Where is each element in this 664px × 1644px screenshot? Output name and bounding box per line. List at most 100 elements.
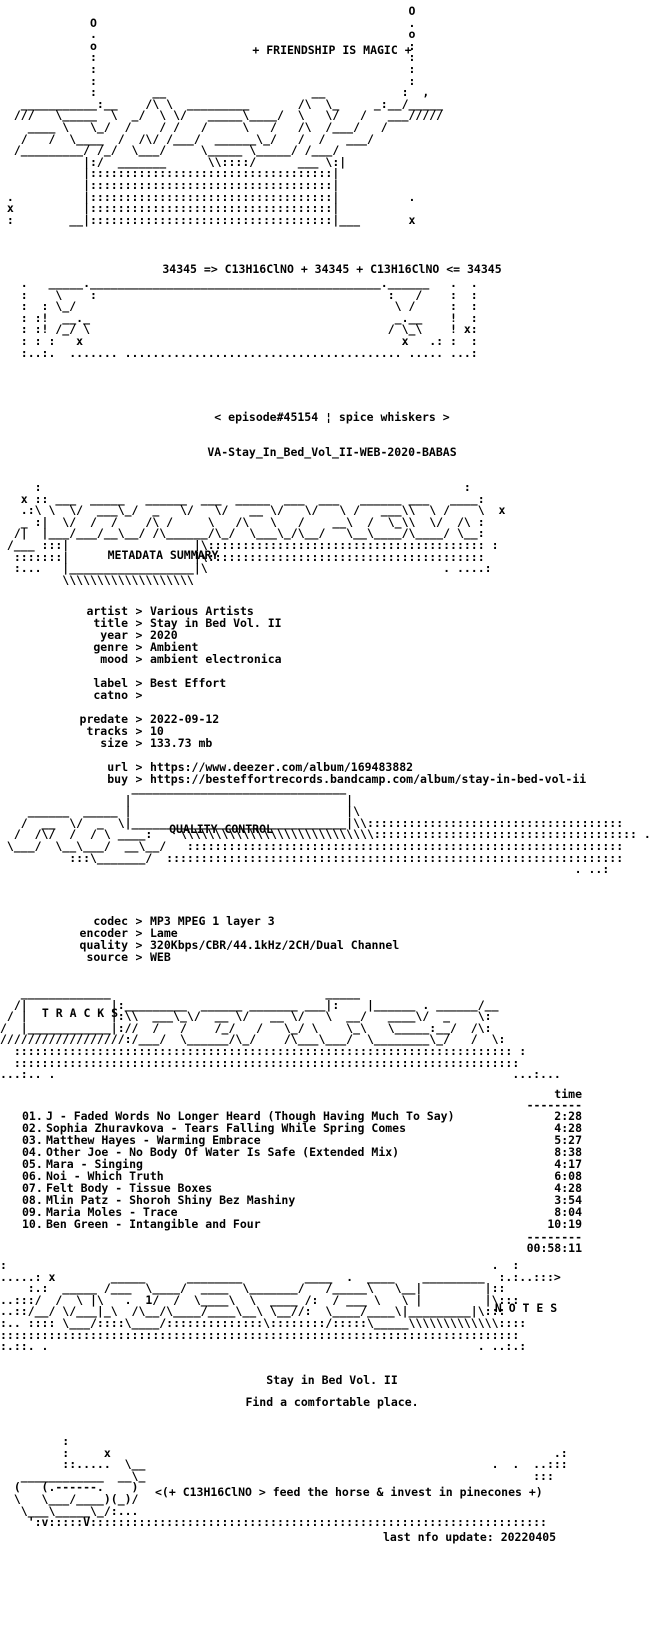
metadata-key: year <box>100 628 128 642</box>
metadata-key: artist <box>86 604 128 618</box>
metadata-value: Various Artists <box>150 604 254 618</box>
tracklist: time -------- 01.J - Faded Words No Long… <box>22 1088 582 1254</box>
metadata-row: label>Best Effort <box>0 677 664 689</box>
track-row: 06.Noi - Which Truth 6:08 <box>22 1170 582 1182</box>
metadata-separator: > <box>135 760 143 774</box>
track-row: 04.Other Joe - No Body Of Water Is Safe … <box>22 1146 582 1158</box>
track-number: 07. <box>22 1181 43 1195</box>
track-time: 3:54 <box>554 1193 582 1207</box>
track-row: 10.Ben Green - Intangible and Four 10:19 <box>22 1218 582 1230</box>
metadata-key: mood <box>100 652 128 666</box>
metadata-row: buy > https://besteffortrecords.bandcamp.c… <box>0 773 664 785</box>
metadata-value: 10 <box>150 724 164 738</box>
notes-line-1: Stay in Bed Vol. II <box>266 1373 398 1387</box>
metadata-section-title: METADATA SUMMARY <box>107 548 219 562</box>
metadata-separator: > <box>135 724 143 738</box>
header-ascii-art-lower: . _____.________________________________… <box>20 276 478 360</box>
track-name: Mlin Patz - Shoroh Shiny Bez Mashiny <box>46 1193 296 1207</box>
metadata-row: title > Stay in Bed Vol. II <box>0 617 664 629</box>
track-number: 10. <box>22 1217 43 1231</box>
metadata-key: tracks <box>86 724 128 738</box>
metadata-separator: > <box>135 736 143 750</box>
track-time: 4:28 <box>554 1181 582 1195</box>
tracks-section-title: T R A C K S <box>41 1006 119 1020</box>
track-time: 6:08 <box>554 1169 582 1183</box>
total-time: 00:58:11 <box>526 1241 582 1255</box>
metadata-row: year >2020 <box>0 629 664 641</box>
metadata-row: artist>Various Artists <box>0 605 664 617</box>
time-column-header: time <box>554 1087 582 1101</box>
track-number: 06. <box>22 1169 43 1183</box>
metadata-separator: > <box>135 772 143 786</box>
track-name: Ben Green - Intangible and Four <box>46 1217 261 1231</box>
quality-row: quality>320Kbps/CBR/44.1kHz/2CH/Dual Cha… <box>0 939 664 951</box>
metadata-key: buy <box>107 772 128 786</box>
footer-ascii-art: : : x .: ::..... \__ . . ..::: _________… <box>13 1434 568 1530</box>
banner-text: + FRIENDSHIP IS MAGIC + <box>252 43 412 57</box>
track-name: J - Faded Words No Longer Heard (Though … <box>46 1109 455 1123</box>
metadata-separator: > <box>135 616 143 630</box>
metadata-value: 2022-09-12 <box>150 712 220 726</box>
track-name: Sophia Zhuravkova - Tears Falling While … <box>46 1121 407 1135</box>
track-number: 09. <box>22 1205 43 1219</box>
quality-value: Lame <box>150 926 178 940</box>
track-time: 4:17 <box>554 1157 582 1171</box>
quality-value: 320Kbps/CBR/44.1kHz/2CH/Dual Channel <box>150 938 400 952</box>
metadata-key: predate <box>79 712 128 726</box>
metadata-row: url>https://www.deezer.com/album/1694838… <box>0 761 664 773</box>
metadata-row: genre>Ambient <box>0 641 664 653</box>
track-time: 5:27 <box>554 1133 582 1147</box>
notes-line-2: Find a comfortable place. <box>245 1395 419 1409</box>
quality-key: encoder <box>79 926 128 940</box>
track-time: 8:38 <box>554 1145 582 1159</box>
metadata-separator: > <box>135 640 143 654</box>
quality-separator: > <box>135 926 143 940</box>
quality-row: codec>MP3 MPEG 1 layer 3 <box>0 915 664 927</box>
metadata-key: title <box>93 616 128 630</box>
metadata-key: label <box>93 676 128 690</box>
metadata-separator: > <box>135 676 143 690</box>
notes-header-art: : . : .....: x _____ ________ ____ . ___… <box>0 1258 561 1354</box>
track-name: Felt Body - Tissue Boxes <box>46 1181 213 1195</box>
formula-text: 34345 => C13H16ClNO + 34345 + C13H16ClNO… <box>162 262 502 276</box>
quality-row: encoder > Lame <box>0 927 664 939</box>
metadata-value <box>150 689 664 701</box>
metadata-value: Stay in Bed Vol. II <box>150 616 282 630</box>
release-dirname: VA-Stay_In_Bed_Vol_II-WEB-2020-BABAS <box>207 445 457 459</box>
metadata-value: https://www.deezer.com/album/169483882 <box>150 760 414 774</box>
track-row: 01.J - Faded Words No Longer Heard (Thou… <box>22 1110 582 1122</box>
metadata-key: size <box>100 736 128 750</box>
quality-section-title: QUALITY CONTROL <box>169 822 273 836</box>
track-row: 02.Sophia Zhuravkova - Tears Falling Whi… <box>22 1122 582 1134</box>
track-number: 04. <box>22 1145 43 1159</box>
footer-tagline: <(+ C13H16ClNO > feed the horse & invest… <box>155 1485 543 1499</box>
metadata-key: genre <box>93 640 128 654</box>
metadata-value: 2020 <box>150 628 178 642</box>
track-number: 03. <box>22 1133 43 1147</box>
track-name: Maria Moles - Trace <box>46 1205 178 1219</box>
track-name: Other Joe - No Body Of Water Is Safe (Ex… <box>46 1145 400 1159</box>
episode-line: < episode#45154 ¦ spice whiskers > <box>214 410 450 424</box>
track-row: 08.Mlin Patz - Shoroh Shiny Bez Mashiny 3… <box>22 1194 582 1206</box>
metadata-value: https://besteffortrecords.bandcamp.com/a… <box>150 772 587 786</box>
quality-row: source>WEB <box>0 951 664 963</box>
quality-header-art: _______________________________ | | ____… <box>6 781 651 877</box>
tracks-header-art: _____________ _____ /| |:_________ _____… <box>0 986 561 1082</box>
metadata-header-art: : : x :: ___ _____ ______ ___ _____ ___ … <box>6 480 506 587</box>
track-number: 08. <box>22 1193 43 1207</box>
last-update: last nfo update: 20220405 <box>383 1530 557 1544</box>
track-time: 10:19 <box>547 1217 582 1231</box>
quality-key: source <box>86 950 128 964</box>
quality-value: MP3 MPEG 1 layer 3 <box>150 914 275 928</box>
track-number: 02. <box>22 1121 43 1135</box>
metadata-separator: > <box>135 712 143 726</box>
quality-separator: > <box>135 950 143 964</box>
metadata-separator: > <box>135 628 143 642</box>
quality-key: quality <box>79 938 128 952</box>
metadata-key: catno <box>93 688 128 702</box>
track-name: Noi - Which Truth <box>46 1169 164 1183</box>
